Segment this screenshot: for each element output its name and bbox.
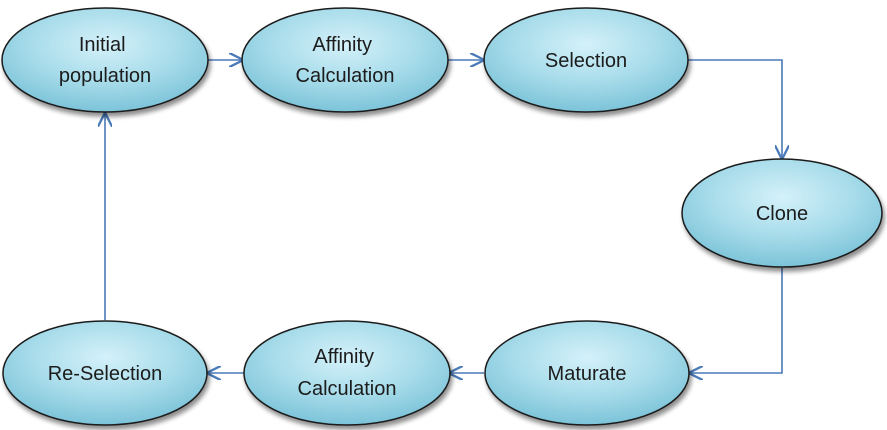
edges xyxy=(105,60,782,373)
node-label-line: Re-Selection xyxy=(48,363,163,385)
node-selection: Selection xyxy=(483,7,689,113)
edge-clone-to-maturate xyxy=(690,268,783,373)
svg-text:Initial population: Initial population xyxy=(59,34,151,87)
node-re-selection: Re-Selection xyxy=(2,320,208,426)
node-label-line: Affinity xyxy=(314,346,374,368)
node-label-line: Selection xyxy=(545,50,627,72)
node-label-line: Affinity xyxy=(312,34,372,56)
node-clone: Clone xyxy=(681,158,883,268)
node-affinity-calculation-bottom: Affinity Calculation xyxy=(243,320,451,426)
node-label-line: Calculation xyxy=(298,378,397,400)
svg-text:Maturate: Maturate xyxy=(548,363,627,385)
node-label-line: Initial xyxy=(79,34,126,56)
svg-text:Re-Selection: Re-Selection xyxy=(48,363,163,385)
svg-text:Selection: Selection xyxy=(545,50,627,72)
node-affinity-calculation-top: Affinity Calculation xyxy=(241,7,449,113)
edge-selection-to-clone xyxy=(688,59,782,158)
node-label-line: population xyxy=(59,65,151,87)
node-initial-population: Initial population xyxy=(1,7,209,113)
svg-text:Affinity Calculation: Affinity Calculation xyxy=(296,34,395,87)
svg-text:Clone: Clone xyxy=(756,203,808,225)
svg-text:Affinity Calculation: Affinity Calculation xyxy=(298,346,397,400)
node-label-line: Maturate xyxy=(548,363,627,385)
node-label-line: Clone xyxy=(756,203,808,225)
node-maturate: Maturate xyxy=(484,320,690,426)
node-label-line: Calculation xyxy=(296,65,395,87)
